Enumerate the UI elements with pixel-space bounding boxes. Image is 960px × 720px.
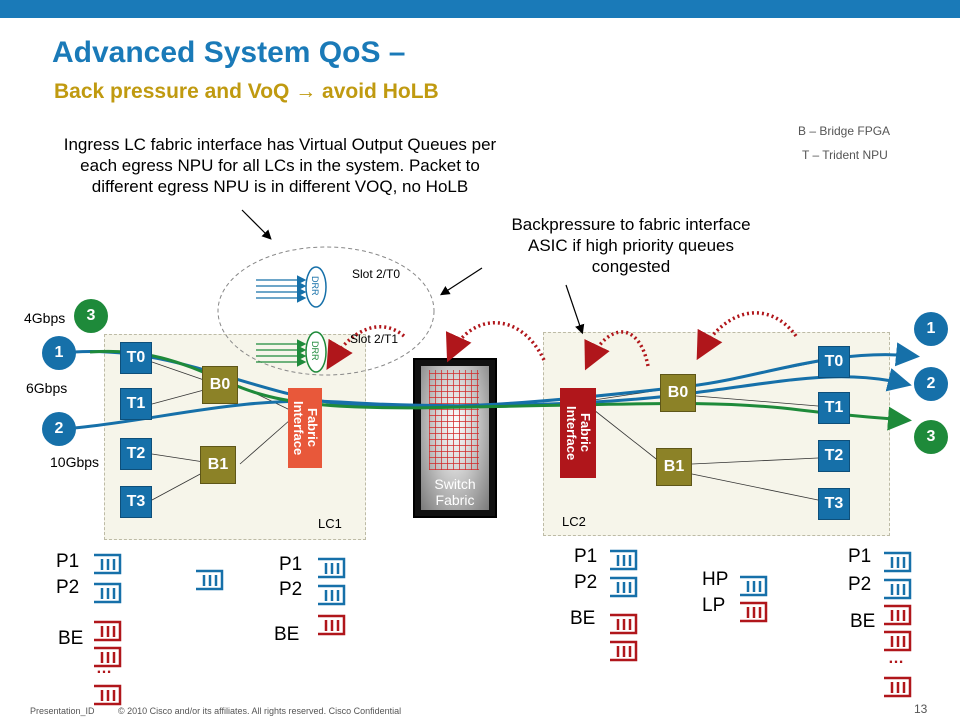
lc1-ingress-be-label: BE [58, 628, 84, 649]
drr-text-1: DRR [310, 276, 320, 296]
priority-queue-icon [94, 553, 122, 575]
lc1-label: LC1 [318, 516, 342, 531]
lc2-npu-t3: T3 [818, 488, 850, 520]
lc2-bridge-hp-label: HP [702, 569, 729, 590]
best-effort-queue-icon [94, 646, 122, 668]
priority-queue-icon [318, 557, 346, 579]
lc1-ingress-p2-label: P2 [56, 577, 80, 598]
slot-2-t0-label: Slot 2/T0 [352, 267, 401, 281]
lc1-bridge-b0: B0 [202, 366, 238, 404]
lc2-more-queues-dots: … [888, 650, 904, 667]
lc1-bridge-b1: B1 [200, 446, 236, 484]
drr-text-2: DRR [310, 341, 320, 361]
lc2-bridge-b0: B0 [660, 374, 696, 412]
best-effort-queue-icon [610, 613, 638, 635]
lc2-fabric-p2-label: P2 [574, 572, 598, 593]
lc1-npu-t2: T2 [120, 438, 152, 470]
lc1-fabric-p2-label: P2 [279, 579, 303, 600]
lc1-ingress-p1-label: P1 [56, 551, 80, 572]
best-effort-queue-icon [884, 630, 912, 652]
lc2-egress-p1-label: P1 [848, 546, 872, 567]
lc1-internal-links [151, 361, 291, 501]
backpressure-arrows [326, 311, 798, 371]
lc1-fabric-p1-label: P1 [279, 554, 303, 575]
best-effort-queue-icon [884, 604, 912, 626]
lc2-fabric-interface: Fabric Interface [560, 388, 596, 478]
slide-title: Advanced System QoS – [52, 36, 406, 69]
lc2-egress-be-label: BE [850, 611, 876, 632]
priority-queue-icon [94, 582, 122, 604]
best-effort-queue-icon [318, 614, 346, 636]
page-number: 13 [914, 702, 928, 716]
best-effort-queue-icon [884, 676, 912, 698]
pointer-slot [439, 267, 483, 296]
slot-2-t1-label: Slot 2/T1 [350, 332, 399, 346]
priority-queue-icon [884, 551, 912, 573]
lc2-npu-t1: T1 [818, 392, 850, 424]
lc2-npu-t2: T2 [818, 440, 850, 472]
flow-1-input-badge: 1 [42, 336, 76, 370]
lc1-npu-t0: T0 [120, 342, 152, 374]
priority-queue-icon [318, 584, 346, 606]
switch-fabric: Switch Fabric [413, 358, 497, 518]
lc1-npu-t1: T1 [120, 388, 152, 420]
lc2-label: LC2 [562, 514, 586, 529]
pointer-voq [241, 209, 272, 240]
voq-note: Ingress LC fabric interface has Virtual … [63, 135, 497, 196]
best-effort-queue-icon [94, 620, 122, 642]
lc2-fabric-p1-label: P1 [574, 546, 598, 567]
slide-subtitle: Back pressure and VoQ → avoid HoLB [54, 80, 439, 103]
flow-2-output-badge: 2 [914, 367, 948, 401]
voq-queues-blue [256, 275, 307, 303]
lc2-bridge-b1: B1 [656, 448, 692, 486]
voq-queues-green [256, 339, 307, 367]
flow-3-output-badge: 3 [914, 420, 948, 454]
top-bar [0, 0, 960, 18]
footer-presentation-id: Presentation_ID [30, 706, 95, 716]
voq-ellipse [217, 246, 435, 376]
lc2-fabric-be-label: BE [570, 608, 596, 629]
best-effort-queue-icon [740, 601, 768, 623]
lc1-fabric-be-label: BE [274, 624, 300, 645]
legend-trident: T – Trident NPU [802, 148, 888, 162]
rate-4gbps: 4Gbps [24, 310, 66, 326]
drr-scheduler-1 [305, 266, 327, 308]
flow-1-output-badge: 1 [914, 312, 948, 346]
best-effort-queue-icon [610, 640, 638, 662]
priority-queue-icon [196, 569, 224, 591]
backpressure-note: Backpressure to fabric interface ASIC if… [511, 215, 751, 276]
switch-fabric-label: Switch Fabric [434, 476, 476, 508]
rate-10gbps: 10Gbps [50, 454, 100, 470]
priority-queue-icon [610, 549, 638, 571]
footer-copyright: © 2010 Cisco and/or its affiliates. All … [118, 706, 402, 716]
flow-2-path [73, 368, 912, 430]
flow-2-input-badge: 2 [42, 412, 76, 446]
lc2-bridge-lp-label: LP [702, 595, 726, 616]
drr-scheduler-2 [305, 331, 327, 373]
flow-3-input-badge: 3 [74, 299, 108, 333]
lc1-fabric-interface: Fabric Interface [288, 388, 322, 468]
priority-queue-icon [740, 575, 768, 597]
lc1-more-queues-dots: … [96, 660, 112, 677]
best-effort-queue-icon [94, 684, 122, 706]
legend-bridge: B – Bridge FPGA [798, 124, 891, 138]
rate-6gbps: 6Gbps [26, 380, 68, 396]
lc1-npu-t3: T3 [120, 486, 152, 518]
priority-queue-icon [610, 576, 638, 598]
lc2-egress-p2-label: P2 [848, 574, 872, 595]
lc2-npu-t0: T0 [818, 346, 850, 378]
pointer-backpressure [565, 284, 585, 335]
priority-queue-icon [884, 578, 912, 600]
